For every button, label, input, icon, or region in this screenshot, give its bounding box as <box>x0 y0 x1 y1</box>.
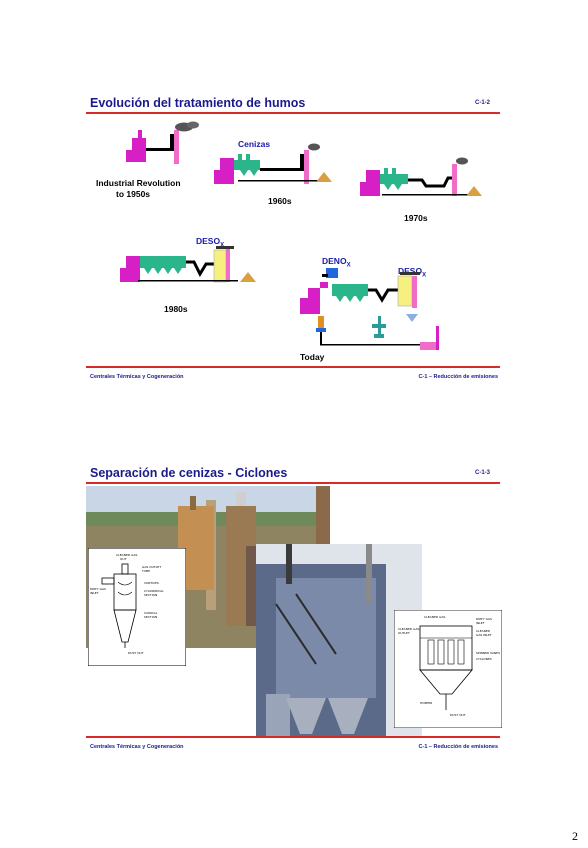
label-to-1950s: to 1950s <box>116 189 151 199</box>
svg-text:CLEANED GAS: CLEANED GAS <box>116 553 137 557</box>
svg-text:CYLINDRICAL: CYLINDRICAL <box>144 589 164 593</box>
svg-text:INLET: INLET <box>476 621 485 625</box>
diagram-multicyclone-schematic: CLEANED GAS CLEANED GAS OUTLET DIRTY GAS… <box>394 610 502 728</box>
svg-text:TUBE: TUBE <box>141 569 150 573</box>
diagram-1960s <box>214 143 332 184</box>
slide-code: C-1-3 <box>474 470 490 476</box>
slide-title: Separación de cenizas - Ciclones <box>90 466 288 480</box>
label-deso-1980s: DESOX <box>196 236 225 249</box>
svg-text:INLET: INLET <box>90 591 99 595</box>
slide-2: Separación de cenizas - Ciclones C-1-3 C… <box>86 466 502 758</box>
label-deno-today: DENOX <box>322 256 351 269</box>
label-1970s: 1970s <box>404 213 428 223</box>
svg-text:CLEANED: CLEANED <box>476 629 491 633</box>
label-deso-today: DESOX <box>398 266 427 279</box>
svg-text:VORTICES: VORTICES <box>144 581 159 585</box>
svg-text:GAS INLET: GAS INLET <box>476 633 492 637</box>
label-cenizas: Cenizas <box>238 139 271 149</box>
svg-text:OUT: OUT <box>120 557 127 561</box>
svg-text:DIRTY GAS: DIRTY GAS <box>476 617 492 621</box>
diagram-1970s <box>360 157 482 196</box>
label-1980s: 1980s <box>164 304 188 314</box>
footer-rule <box>86 736 500 738</box>
svg-text:DUST OUT: DUST OUT <box>128 651 144 655</box>
title-rule <box>86 112 500 114</box>
footer-right: C-1 – Reducción de emisiones <box>418 744 498 750</box>
footer-rule <box>86 366 500 368</box>
footer-right: C-1 – Reducción de emisiones <box>418 374 498 380</box>
svg-text:DUST OUT: DUST OUT <box>450 713 466 717</box>
footer-left: Centrales Térmicas y Cogeneración <box>90 744 184 750</box>
label-1960s: 1960s <box>268 196 292 206</box>
svg-text:GAS OUTLET: GAS OUTLET <box>142 565 161 569</box>
diagram-cyclone-schematic: CLEANED GAS OUT GAS OUTLET TUBE VORTICES… <box>88 548 186 666</box>
label-industrial-revolution: Industrial Revolution <box>96 178 181 188</box>
svg-text:CYCLONES: CYCLONES <box>476 657 492 661</box>
svg-text:SECTION: SECTION <box>144 615 157 619</box>
title-rule <box>86 482 500 484</box>
slide-1: Evolución del tratamiento de humos C-1-2… <box>86 96 500 388</box>
svg-text:CLEANED GAS: CLEANED GAS <box>398 627 419 631</box>
svg-text:CLEANED GAS: CLEANED GAS <box>424 615 445 619</box>
svg-text:SECTION: SECTION <box>144 593 157 597</box>
diagram-today <box>300 268 439 350</box>
label-today: Today <box>300 352 325 362</box>
svg-text:DIRTY GAS: DIRTY GAS <box>90 587 106 591</box>
svg-text:CONICAL: CONICAL <box>144 611 158 615</box>
diagram-1980s <box>120 246 256 283</box>
svg-text:SPINNER VANES: SPINNER VANES <box>476 651 500 655</box>
diagram-industrial-revolution <box>126 121 199 164</box>
slide-code: C-1-2 <box>474 100 490 106</box>
footer-left: Centrales Térmicas y Cogeneración <box>90 374 184 380</box>
svg-text:HOPPER: HOPPER <box>420 701 432 705</box>
svg-text:OUTLET: OUTLET <box>398 631 410 635</box>
slide-title: Evolución del tratamiento de humos <box>90 96 306 110</box>
page-number: 2 <box>572 829 578 843</box>
